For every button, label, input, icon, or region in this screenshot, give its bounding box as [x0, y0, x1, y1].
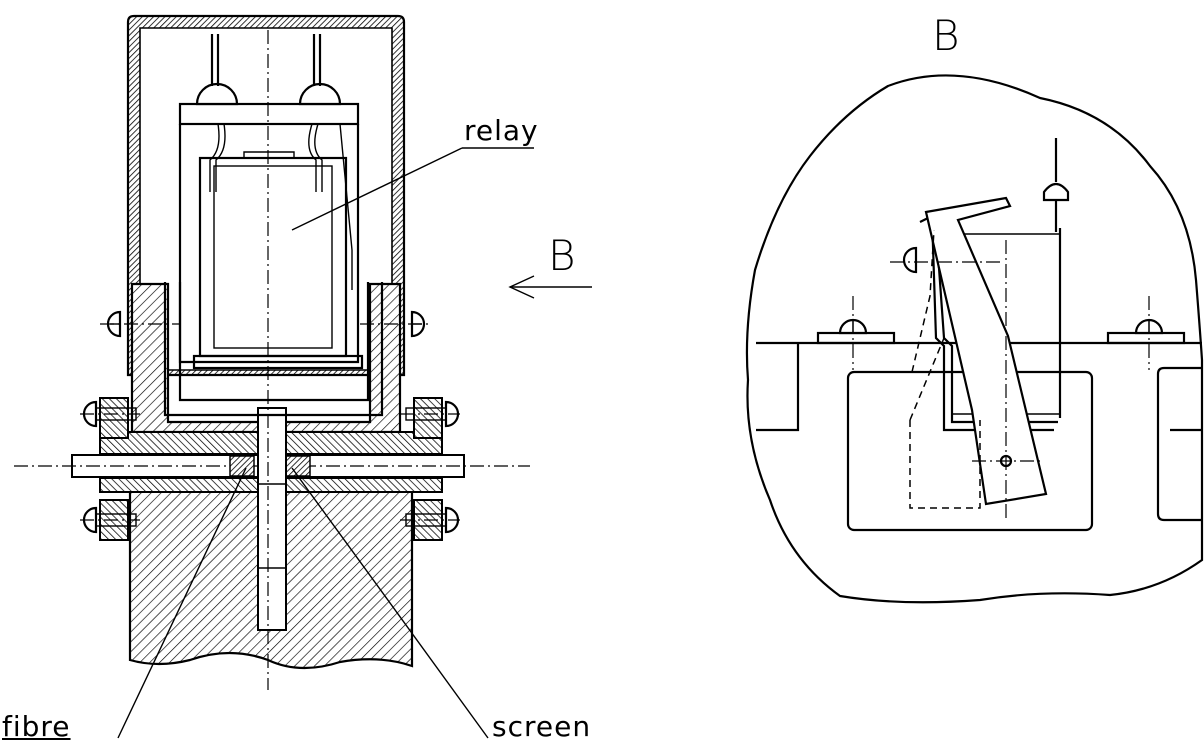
view-title: B: [932, 11, 960, 60]
screen-leader: [291, 467, 489, 739]
view-direction-arrow: [508, 275, 592, 299]
view-b-center-lines: [852, 240, 1150, 520]
fibre-label: fibre: [2, 710, 71, 740]
view-b-hidden-lines: [909, 229, 981, 509]
view-arrow-label: B: [548, 231, 576, 280]
relay-leader: [291, 147, 463, 231]
screen-label: screen: [492, 710, 591, 740]
view-b-boundary: [745, 74, 1204, 604]
view-b-screws: [816, 318, 1186, 345]
relay-body: [178, 34, 364, 370]
relay-cover: [126, 14, 406, 377]
fibre-leader: [117, 467, 247, 739]
section-view: relay B fibre screen: [2, 14, 592, 740]
relay-label: relay: [464, 114, 539, 147]
view-b: B: [745, 11, 1204, 604]
view-b-relay: [902, 138, 1070, 506]
center-lines: [80, 30, 460, 690]
central-bore: [257, 407, 287, 631]
lower-clamp-plate-right: [281, 477, 443, 493]
